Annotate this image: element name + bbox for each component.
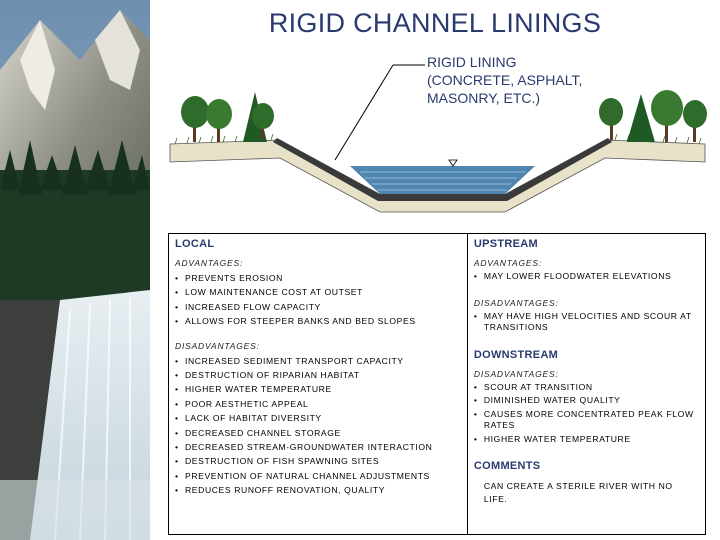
comments-heading: COMMENTS bbox=[473, 460, 541, 472]
page-title: RIGID CHANNEL LININGS bbox=[268, 8, 602, 38]
local-disadvantages-heading: DISADVANTAGES: bbox=[175, 340, 260, 351]
list-item: DECREASED CHANNEL STORAGE bbox=[175, 426, 461, 441]
rigid-lining-label: RIGID LINING (CONCRETE, ASPHALT, MASONRY… bbox=[427, 54, 583, 106]
list-item: CAUSES MORE CONCENTRATED PEAK FLOW RATES bbox=[474, 409, 699, 432]
list-item: MAY HAVE HIGH VELOCITIES AND SCOUR AT TR… bbox=[474, 311, 699, 334]
list-item: DECREASED STREAM-GROUNDWATER INTERACTION bbox=[175, 440, 461, 455]
list-item: MAY LOWER FLOODWATER ELEVATIONS bbox=[474, 271, 699, 283]
comments-text: CAN CREATE A STERILE RIVER WITH NO LIFE. bbox=[483, 481, 673, 504]
list-item: HIGHER WATER TEMPERATURE bbox=[175, 382, 461, 397]
upstream-advantages-heading: ADVANTAGES: bbox=[473, 258, 543, 268]
waterfall-image bbox=[0, 0, 150, 540]
leader-line bbox=[334, 64, 394, 161]
water-level-marker bbox=[448, 159, 458, 167]
channel-water bbox=[350, 166, 535, 194]
local-advantages-list: PREVENTS EROSION LOW MAINTENANCE COST AT… bbox=[175, 271, 461, 329]
upstream-disadvantages-list: MAY HAVE HIGH VELOCITIES AND SCOUR AT TR… bbox=[474, 311, 699, 334]
list-item: INCREASED FLOW CAPACITY bbox=[175, 300, 461, 315]
upstream-disadvantages-heading: DISADVANTAGES: bbox=[473, 297, 559, 308]
upstream-advantages-list: MAY LOWER FLOODWATER ELEVATIONS bbox=[474, 271, 699, 283]
upstream-downstream-column: UPSTREAM ADVANTAGES: MAY LOWER FLOODWATE… bbox=[468, 234, 705, 534]
list-item: REDUCES RUNOFF RENOVATION, QUALITY bbox=[175, 483, 461, 498]
impacts-table: LOCAL ADVANTAGES: PREVENTS EROSION LOW M… bbox=[168, 233, 706, 535]
right-trees bbox=[599, 90, 707, 142]
rigid-lining-band bbox=[273, 138, 612, 201]
list-item: LOW MAINTENANCE COST AT OUTSET bbox=[175, 285, 461, 300]
local-heading: LOCAL bbox=[175, 238, 215, 250]
list-item: PREVENTS EROSION bbox=[175, 271, 461, 286]
channel-cross-section-diagram bbox=[169, 64, 707, 213]
list-item: SCOUR AT TRANSITION bbox=[474, 382, 699, 394]
list-item: DIMINISHED WATER QUALITY bbox=[474, 395, 699, 407]
list-item: HIGHER WATER TEMPERATURE bbox=[474, 434, 699, 446]
local-column: LOCAL ADVANTAGES: PREVENTS EROSION LOW M… bbox=[169, 234, 468, 534]
local-disadvantages-list: INCREASED SEDIMENT TRANSPORT CAPACITY DE… bbox=[175, 354, 461, 498]
list-item: DESTRUCTION OF RIPARIAN HABITAT bbox=[175, 368, 461, 383]
list-item: DESTRUCTION OF FISH SPAWNING SITES bbox=[175, 454, 461, 469]
upstream-heading: UPSTREAM bbox=[473, 238, 538, 250]
list-item: LACK OF HABITAT DIVERSITY bbox=[175, 411, 461, 426]
list-item: POOR AESTHETIC APPEAL bbox=[175, 397, 461, 412]
downstream-heading: DOWNSTREAM bbox=[473, 348, 559, 361]
local-advantages-heading: ADVANTAGES: bbox=[175, 258, 244, 268]
downstream-disadvantages-list: SCOUR AT TRANSITION DIMINISHED WATER QUA… bbox=[474, 382, 699, 446]
water-ripples bbox=[360, 171, 525, 191]
list-item: INCREASED SEDIMENT TRANSPORT CAPACITY bbox=[175, 354, 461, 369]
downstream-disadvantages-heading: DISADVANTAGES: bbox=[473, 368, 559, 379]
list-item: ALLOWS FOR STEEPER BANKS AND BED SLOPES bbox=[175, 314, 461, 329]
list-item: PREVENTION OF NATURAL CHANNEL ADJUSTMENT… bbox=[175, 469, 461, 484]
waterfall-photo bbox=[0, 0, 150, 540]
left-trees bbox=[181, 92, 274, 142]
